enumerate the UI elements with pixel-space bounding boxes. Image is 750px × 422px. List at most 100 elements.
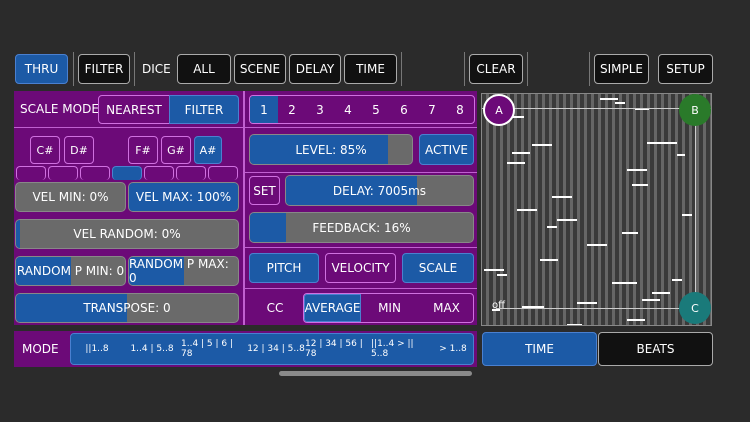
dice-time-button[interactable]: TIME bbox=[344, 54, 397, 84]
setup-button[interactable]: SETUP bbox=[658, 54, 713, 84]
key-d[interactable] bbox=[48, 166, 78, 180]
note-mark bbox=[532, 144, 552, 146]
grid-stripe bbox=[591, 94, 594, 325]
velocity-button[interactable]: VELOCITY bbox=[325, 253, 396, 283]
note-mark bbox=[557, 219, 577, 221]
channel-3[interactable]: 3 bbox=[316, 102, 324, 117]
mode-option-7[interactable]: > 1..8 bbox=[439, 344, 467, 354]
pitch-button[interactable]: PITCH bbox=[249, 253, 319, 283]
note-mark bbox=[567, 324, 582, 325]
note-mark bbox=[547, 226, 557, 228]
off-label: off bbox=[492, 300, 506, 311]
vel-random-fill bbox=[16, 220, 21, 248]
vel-min-slider[interactable]: VEL MIN: 0% bbox=[15, 182, 126, 212]
mode-option-5[interactable]: 12 | 34 | 56 | 78 bbox=[305, 339, 363, 359]
channel-1[interactable]: 1 bbox=[250, 96, 278, 123]
dice-scene-button[interactable]: SCENE bbox=[234, 54, 286, 84]
note-mark bbox=[512, 152, 530, 154]
key-c-sharp[interactable]: C# bbox=[30, 136, 60, 164]
simple-button[interactable]: SIMPLE bbox=[594, 54, 649, 84]
vel-random-slider[interactable]: VEL RANDOM: 0% bbox=[15, 219, 239, 249]
key-g[interactable] bbox=[144, 166, 174, 180]
time-tab[interactable]: TIME bbox=[482, 332, 597, 366]
vel-max-slider[interactable]: VEL MAX: 100% bbox=[128, 182, 239, 212]
cc-label: CC bbox=[266, 301, 284, 315]
grid-stripe bbox=[633, 94, 636, 325]
filter-button[interactable]: FILTER bbox=[78, 54, 130, 84]
active-button[interactable]: ACTIVE bbox=[419, 134, 474, 165]
beats-tab[interactable]: BEATS bbox=[598, 332, 713, 366]
scale-filter-button[interactable]: FILTER bbox=[169, 95, 239, 124]
channel-2[interactable]: 2 bbox=[288, 102, 296, 117]
grid-stripe bbox=[689, 94, 692, 325]
key-a[interactable] bbox=[176, 166, 206, 180]
note-mark bbox=[647, 142, 677, 144]
channel-5[interactable]: 5 bbox=[372, 102, 380, 117]
random-p-min-slider[interactable]: RANDOM P MIN: 0 bbox=[15, 256, 126, 286]
delay-set-button[interactable]: SET bbox=[249, 176, 280, 205]
note-mark bbox=[492, 309, 500, 311]
mode-option-3[interactable]: 1..4 | 5 | 6 | 78 bbox=[181, 339, 234, 359]
cc-min-option[interactable]: MIN bbox=[378, 301, 401, 315]
scale-nearest-button[interactable]: NEAREST bbox=[98, 95, 170, 124]
mode-label: MODE bbox=[22, 342, 59, 356]
node-c[interactable]: C bbox=[679, 292, 711, 324]
random-p-max-fill bbox=[129, 257, 184, 285]
node-b[interactable]: B bbox=[679, 94, 711, 126]
thru-button[interactable]: THRU bbox=[15, 54, 68, 84]
dice-delay-button[interactable]: DELAY bbox=[289, 54, 341, 84]
grid-stripe bbox=[500, 94, 503, 325]
grid-stripe bbox=[577, 94, 580, 325]
node-a[interactable]: A bbox=[483, 94, 515, 126]
channel-7[interactable]: 7 bbox=[428, 102, 436, 117]
grid-stripe bbox=[598, 94, 601, 325]
random-p-max-slider[interactable]: RANDOM P MAX: 0 bbox=[128, 256, 239, 286]
note-mark bbox=[642, 299, 660, 301]
feedback-slider[interactable]: FEEDBACK: 16% bbox=[249, 212, 474, 243]
grid-stripe bbox=[556, 94, 559, 325]
channel-6[interactable]: 6 bbox=[400, 102, 408, 117]
note-mark bbox=[627, 169, 647, 171]
middle-panel bbox=[245, 91, 477, 325]
transpose-slider[interactable]: TRANSPOSE: 0 bbox=[15, 293, 239, 323]
mode-option-1[interactable]: ||1..8 bbox=[71, 334, 123, 364]
cc-max-option[interactable]: MAX bbox=[433, 301, 460, 315]
vel-min-label: VEL MIN: 0% bbox=[32, 190, 109, 204]
note-mark bbox=[517, 209, 537, 211]
grid-stripe bbox=[696, 94, 699, 325]
cc-average-option[interactable]: AVERAGE bbox=[304, 294, 361, 322]
key-d-sharp[interactable]: D# bbox=[64, 136, 94, 164]
level-slider[interactable]: LEVEL: 85% bbox=[249, 134, 413, 165]
channel-4[interactable]: 4 bbox=[344, 102, 352, 117]
key-f-sharp[interactable]: F# bbox=[128, 136, 158, 164]
channel-selector: 1 2 3 4 5 6 7 8 bbox=[249, 95, 475, 124]
clear-button[interactable]: CLEAR bbox=[469, 54, 523, 84]
random-p-max-label: RANDOM P MAX: 0 bbox=[129, 257, 229, 285]
scale-button[interactable]: SCALE bbox=[402, 253, 474, 283]
key-f[interactable] bbox=[112, 166, 142, 180]
mode-option-6[interactable]: ||1..4 > || 5..8 bbox=[371, 339, 414, 359]
delay-slider[interactable]: DELAY: 7005ms bbox=[285, 175, 474, 206]
key-b[interactable] bbox=[208, 166, 238, 180]
note-mark bbox=[635, 108, 649, 110]
key-g-sharp[interactable]: G# bbox=[161, 136, 191, 164]
note-mark bbox=[652, 292, 670, 294]
random-p-min-label: RANDOM P MIN: 0 bbox=[16, 264, 125, 278]
level-fill bbox=[250, 135, 388, 164]
grid-line-bc bbox=[695, 108, 696, 308]
grid-stripe bbox=[675, 94, 678, 325]
key-a-sharp[interactable]: A# bbox=[194, 136, 222, 164]
pattern-grid[interactable]: A B C off bbox=[481, 93, 712, 326]
note-mark bbox=[627, 319, 645, 321]
note-mark bbox=[615, 102, 625, 104]
grid-line-c bbox=[496, 308, 696, 309]
mode-option-4[interactable]: 12 | 34 | 5..8 bbox=[247, 344, 305, 354]
channel-8[interactable]: 8 bbox=[456, 102, 464, 117]
key-c[interactable] bbox=[16, 166, 46, 180]
mode-option-2[interactable]: 1..4 | 5..8 bbox=[130, 344, 174, 354]
grid-stripe bbox=[486, 94, 489, 325]
key-e[interactable] bbox=[80, 166, 110, 180]
cc-mode-selector: AVERAGE MIN MAX bbox=[303, 293, 474, 323]
dice-all-button[interactable]: ALL bbox=[177, 54, 231, 84]
grid-stripe bbox=[661, 94, 664, 325]
